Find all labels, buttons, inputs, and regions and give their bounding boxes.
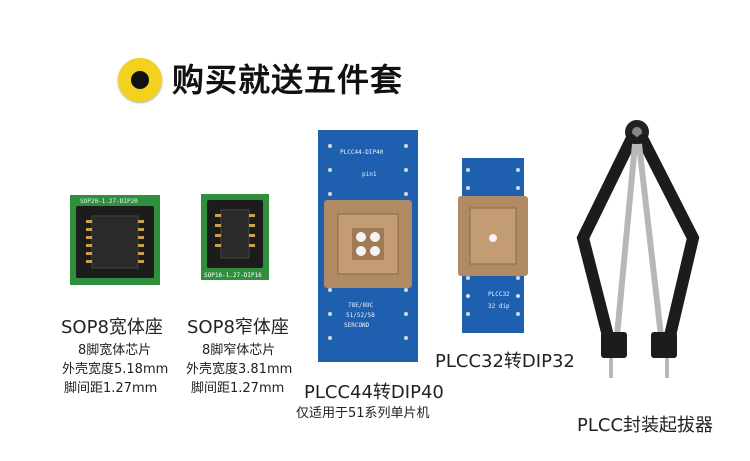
- product-name: PLCC44转DIP40: [304, 382, 444, 403]
- product-sop8-narrow: SOP16-1.27-DIP16: [190, 192, 290, 292]
- product-name: PLCC封装起拔器: [577, 415, 714, 436]
- board-marking-line: SERCOND: [344, 322, 370, 329]
- product-specs: 8脚窄体芯片 外壳宽度3.81mm 脚间距1.27mm: [186, 341, 292, 398]
- product-name: PLCC32转DIP32: [435, 351, 575, 372]
- plcc44-adapter-image: PLCC44-DIP40 pin1 78E/89C 51/52/58 SERCO…: [318, 130, 418, 362]
- product-specs: 8脚宽体芯片 外壳宽度5.18mm 脚间距1.27mm: [62, 341, 168, 398]
- plcc32-adapter-image: PLCC32 32 dip: [458, 158, 528, 333]
- spec-line: 外壳宽度3.81mm: [186, 362, 293, 377]
- board-marking: SOP20-1.27-DIP20: [80, 198, 138, 205]
- board-marking-line: 78E/89C: [348, 302, 374, 309]
- product-plcc-extractor: [565, 118, 715, 388]
- spec-line: 外壳宽度5.18mm: [62, 362, 169, 377]
- board-marking-line: 51/52/58: [346, 312, 375, 319]
- spec-line: 脚间距1.27mm: [64, 381, 158, 396]
- board-marking-side: pin1: [362, 171, 377, 178]
- spec-line: 脚间距1.27mm: [191, 381, 285, 396]
- product-note: 仅适用于51系列单片机: [296, 406, 430, 421]
- board-marking-top: PLCC32: [488, 291, 510, 298]
- product-plcc32-dip32: PLCC32 32 dip: [458, 158, 528, 333]
- sop8-wide-socket-image: SOP20-1.27-DIP20: [70, 195, 160, 285]
- board-marking: SOP16-1.27-DIP16: [204, 272, 262, 279]
- product-sop8-wide: SOP20-1.27-DIP20: [55, 190, 175, 300]
- product-name: SOP8宽体座: [61, 317, 163, 338]
- sop8-narrow-socket-image: SOP16-1.27-DIP16: [201, 194, 269, 280]
- spec-line: 8脚宽体芯片: [78, 343, 152, 358]
- spec-line: 8脚窄体芯片: [202, 343, 276, 358]
- page-title: 购买就送五件套: [172, 61, 404, 99]
- plcc-extractor-image: [576, 120, 700, 378]
- board-marking-top: PLCC44-DIP40: [340, 149, 384, 156]
- product-name: SOP8窄体座: [187, 317, 289, 338]
- product-plcc44-dip40: PLCC44-DIP40 pin1 78E/89C 51/52/58 SERCO…: [318, 130, 418, 362]
- board-marking-side: 32 dip: [488, 303, 510, 310]
- bullet-icon: [118, 58, 162, 102]
